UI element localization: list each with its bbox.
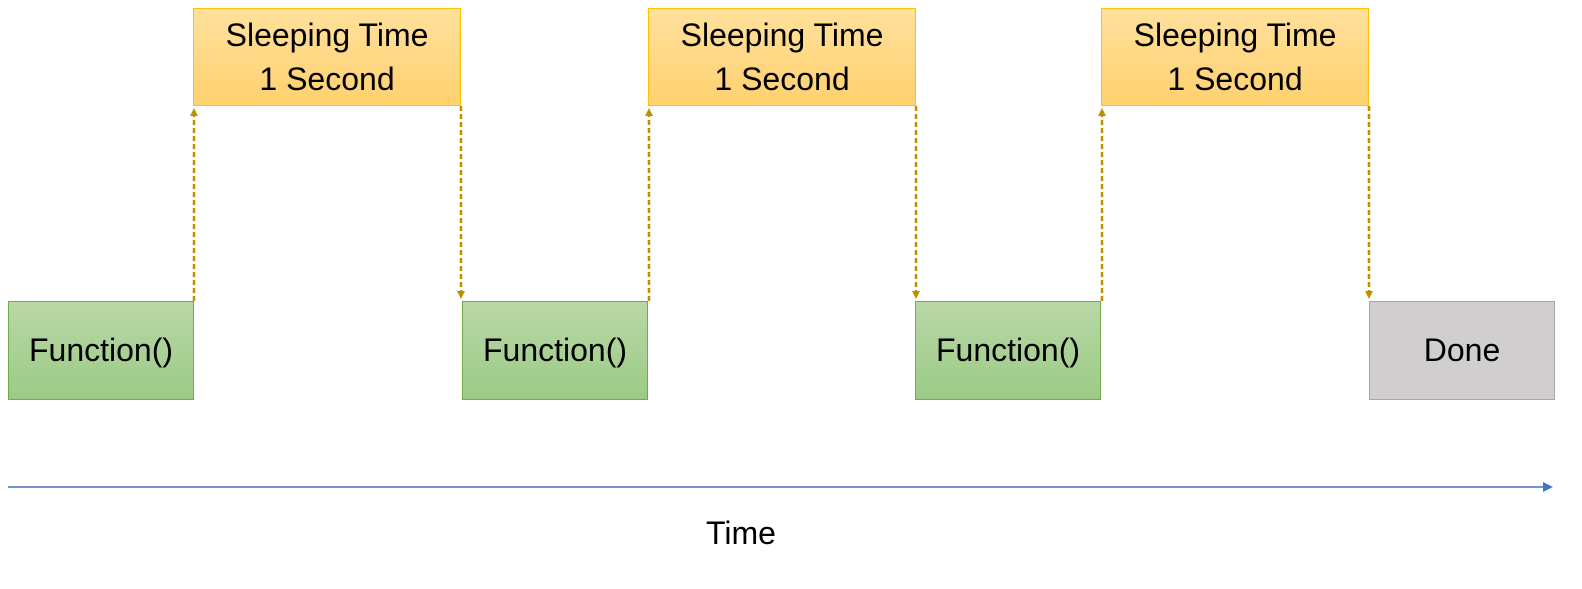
function-block: Function() [915,301,1101,400]
done-block-label: Done [1423,332,1501,368]
sleep-block: Sleeping Time 1 Second [1101,8,1369,106]
sleep-block: Sleeping Time 1 Second [648,8,916,106]
function-block-label: Function() [935,332,1081,368]
function-block: Function() [8,301,194,400]
function-block-label: Function() [28,332,174,368]
function-block-label: Function() [482,332,628,368]
sleep-block-title: Sleeping Time [1133,17,1337,53]
sleep-block-duration: 1 Second [1167,61,1303,97]
sleep-block: Sleeping Time 1 Second [193,8,461,106]
sleep-block-title: Sleeping Time [680,17,884,53]
function-block: Function() [462,301,648,400]
done-block: Done [1369,301,1555,400]
time-axis-label: Time [706,515,776,551]
sleep-block-title: Sleeping Time [225,17,429,53]
sleep-block-duration: 1 Second [714,61,850,97]
sleep-block-duration: 1 Second [259,61,395,97]
